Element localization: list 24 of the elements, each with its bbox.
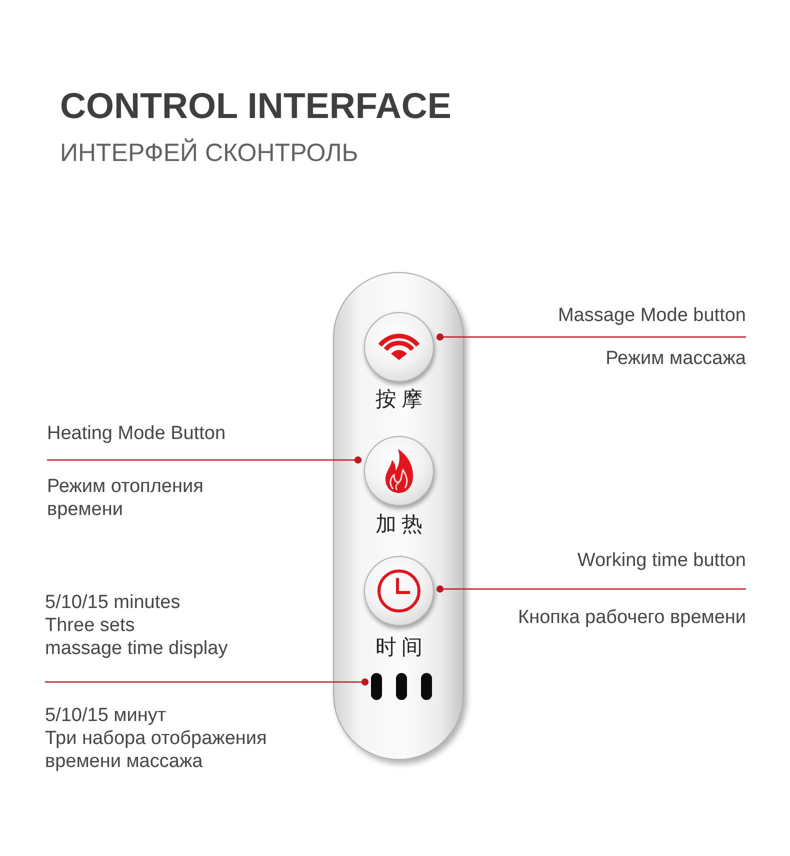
leader-line bbox=[47, 456, 362, 464]
indicator-light bbox=[396, 673, 407, 700]
button-label: 加热 bbox=[374, 512, 428, 537]
remote-body bbox=[333, 272, 464, 760]
callout-text: Режим отопления времени bbox=[47, 475, 204, 521]
callout-text: Три набора отображения времени массажа bbox=[45, 727, 268, 773]
indicator-light bbox=[421, 673, 432, 700]
button-label: 时间 bbox=[374, 635, 428, 660]
callout-text: Massage Mode button bbox=[558, 304, 746, 327]
callout-text: Кнопка рабочего времени bbox=[518, 606, 746, 629]
leader-line bbox=[45, 678, 369, 686]
leader-line bbox=[436, 333, 746, 341]
indicator-light bbox=[371, 673, 382, 700]
callout-text: massage time display bbox=[45, 637, 228, 660]
callout-text: 5/10/15 minutes bbox=[45, 591, 180, 614]
leader-line bbox=[436, 585, 746, 593]
callout-text: 5/10/15 минут bbox=[45, 704, 166, 727]
page-subtitle: ИНТЕРФЕЙ СКОНТРОЛЬ bbox=[60, 138, 358, 168]
page-title: CONTROL INTERFACE bbox=[60, 85, 452, 126]
callout-text: Three sets bbox=[45, 614, 135, 637]
callout-text: Working time button bbox=[577, 549, 746, 572]
callout-text: Heating Mode Button bbox=[47, 422, 226, 445]
callout-text: Режим массажа bbox=[606, 347, 746, 370]
button-label: 按摩 bbox=[374, 387, 428, 412]
